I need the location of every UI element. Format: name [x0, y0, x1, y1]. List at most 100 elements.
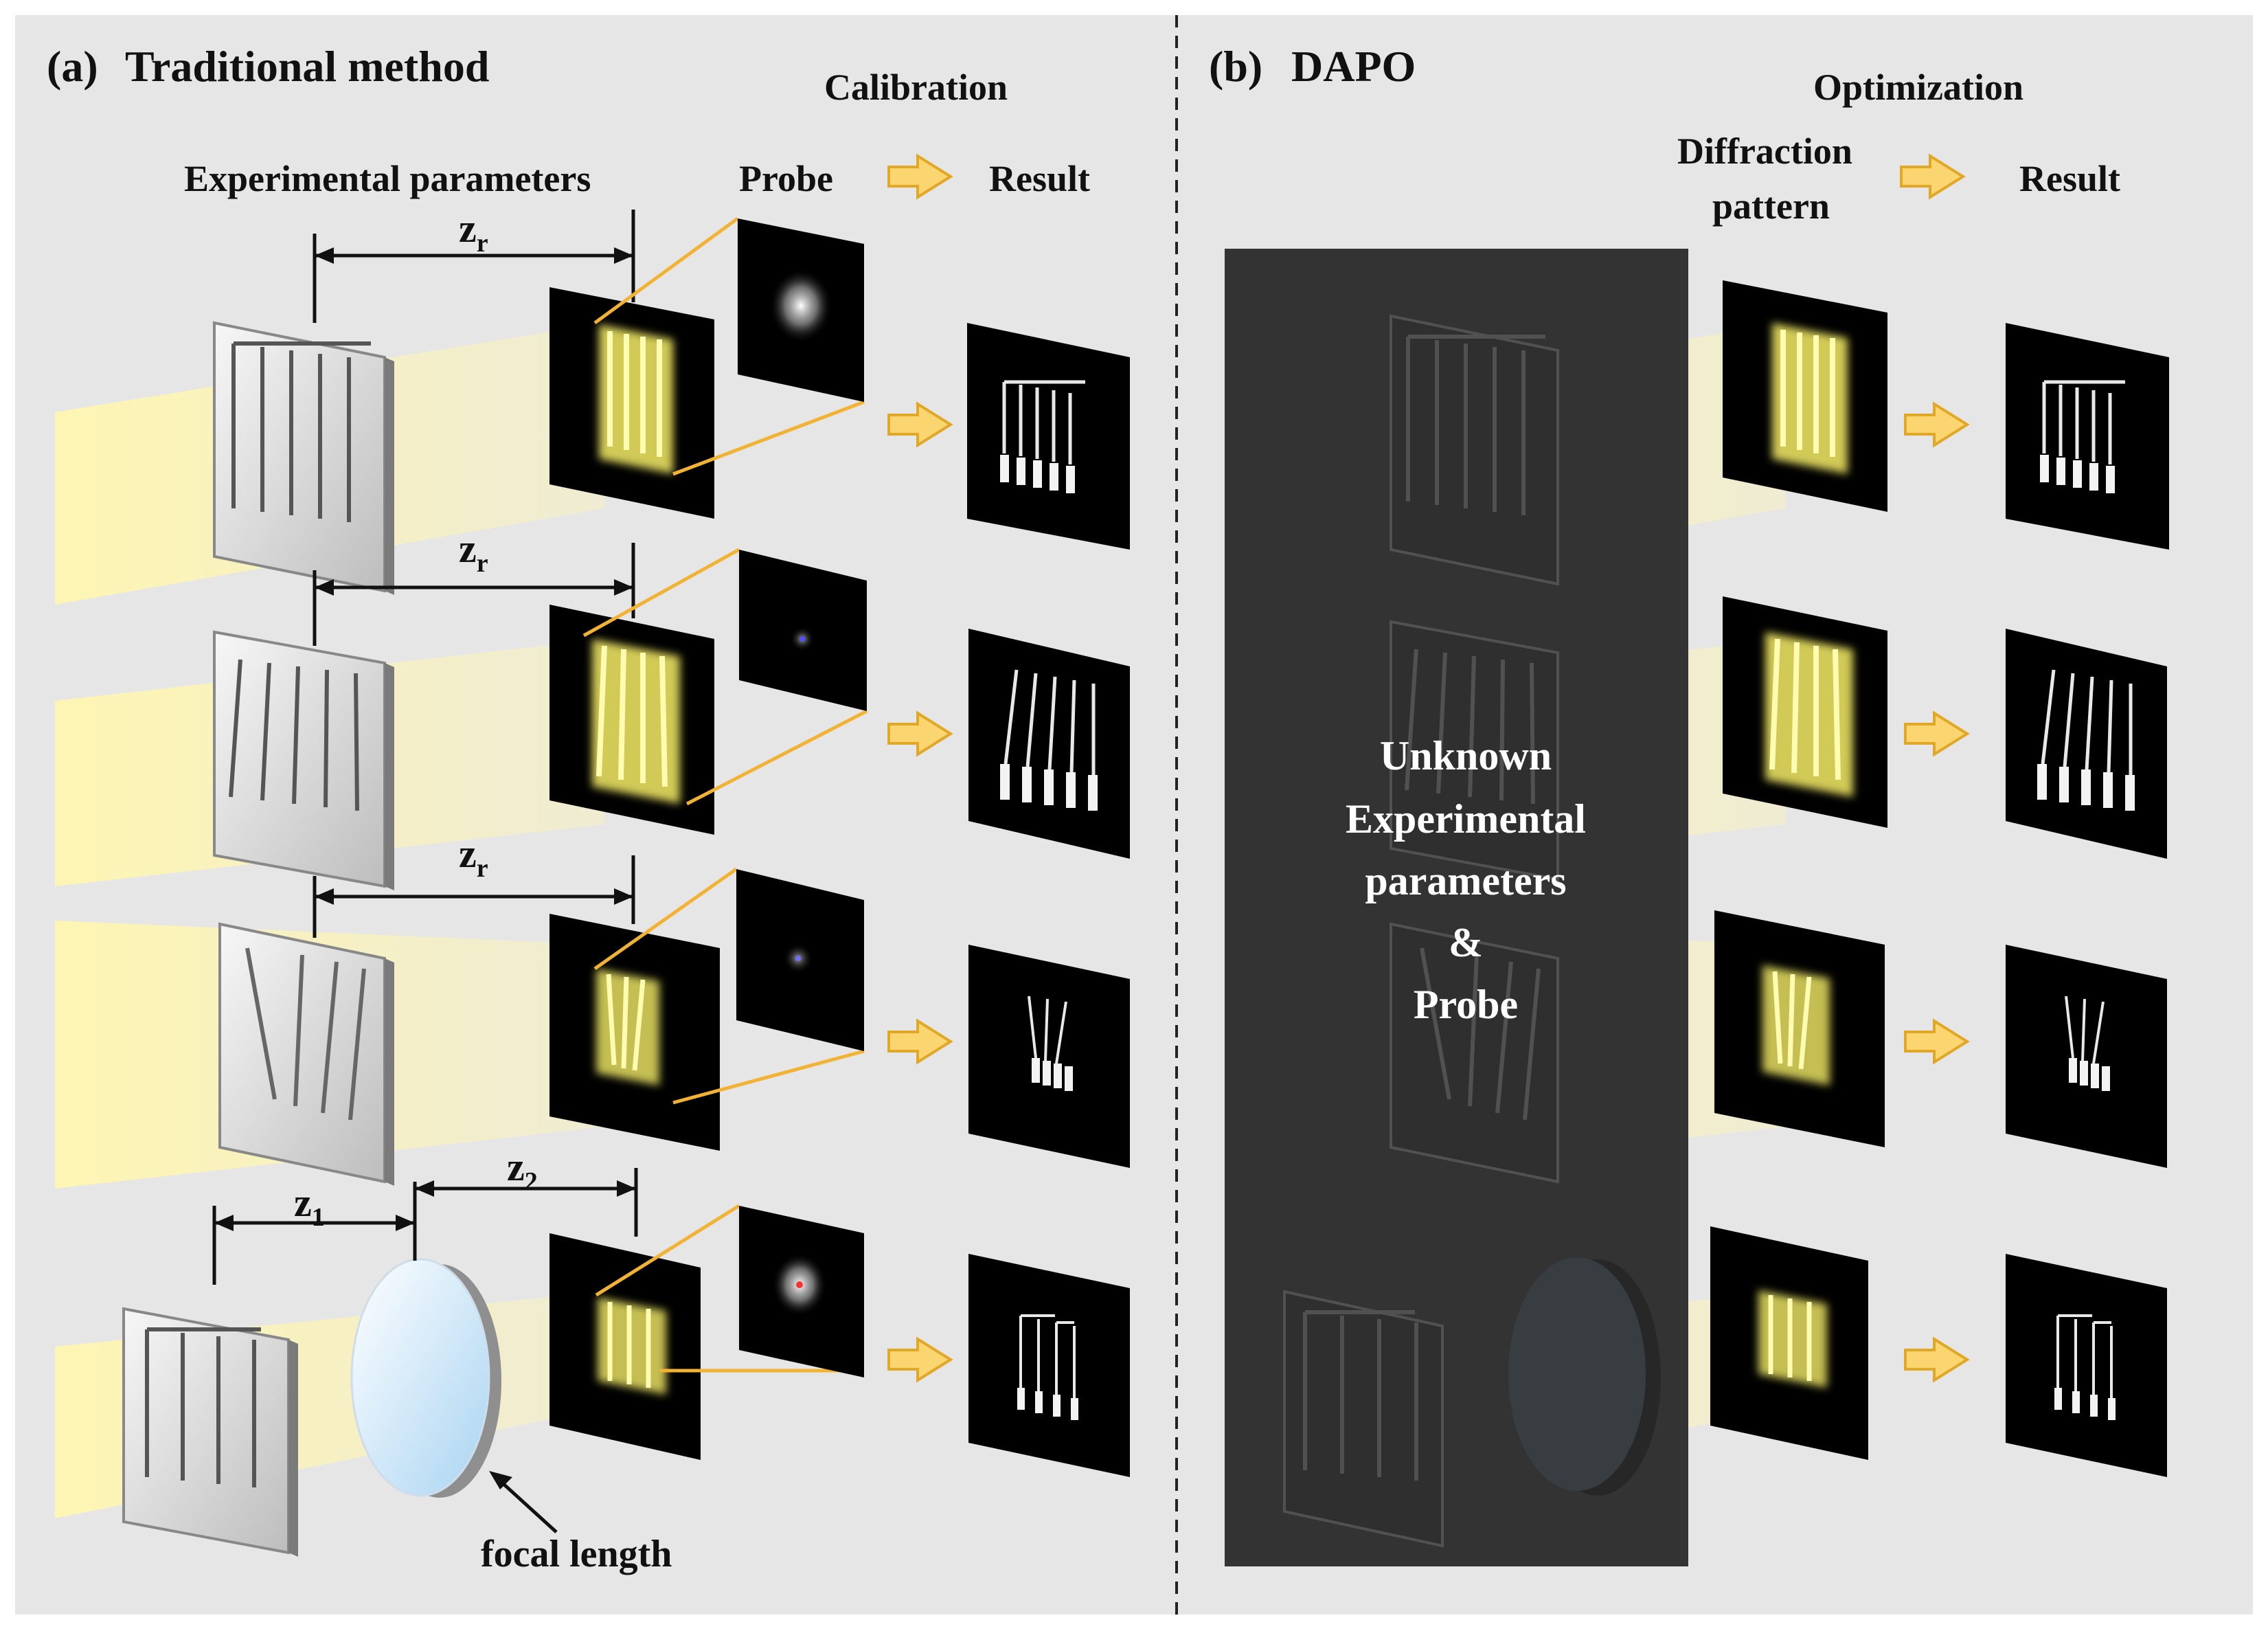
- row-arrow: [887, 710, 953, 757]
- probe-center: [800, 636, 805, 642]
- sample-pattern: [231, 341, 371, 522]
- result-pattern: [1019, 1314, 1076, 1398]
- result-pattern: [1028, 996, 1067, 1064]
- ghost-sample: [1283, 1290, 1444, 1548]
- row-1-traditional: zr: [55, 206, 1130, 605]
- sample-side: [385, 663, 394, 890]
- unknown-text-line-3: parameters: [1365, 858, 1566, 903]
- result-pads: [1000, 455, 1075, 493]
- distance-arrowhead: [315, 888, 334, 905]
- result-panel: [2006, 629, 2167, 859]
- sample-side: [288, 1340, 298, 1557]
- sample-side: [385, 357, 394, 595]
- unknown-text-line-1: Unknown: [1380, 733, 1552, 778]
- result-pattern: [1003, 669, 1096, 775]
- row-arrow: [887, 1336, 953, 1383]
- row-arrow: [1904, 401, 1970, 448]
- result-panel: [968, 945, 1130, 1168]
- result-panel: [968, 1254, 1130, 1477]
- probe-center: [796, 1281, 803, 1288]
- result-pads: [2037, 764, 2135, 811]
- distance-label-z1: z1: [294, 1180, 325, 1232]
- focal-length-label: focal length: [481, 1533, 672, 1575]
- diffraction-lines: [607, 1302, 651, 1388]
- panel-a-tag: (a): [47, 42, 98, 91]
- result-pattern: [2041, 669, 2133, 775]
- distance-arrowhead: [614, 247, 633, 264]
- unknown-text-line-5: Probe: [1414, 982, 1518, 1027]
- distance-label-zr: zr: [459, 526, 488, 578]
- result-panel: [2006, 1254, 2167, 1477]
- probe-heading: Probe: [739, 158, 833, 199]
- diffraction-lines: [1769, 638, 1841, 780]
- distance-arrowhead: [614, 579, 633, 596]
- callout-line: [595, 1204, 740, 1297]
- result-panel: [2006, 945, 2167, 1168]
- sample-pattern: [245, 947, 366, 1121]
- diffraction-lines: [607, 331, 662, 457]
- result-pattern: [1002, 380, 1085, 464]
- distance-label-zr: zr: [459, 206, 488, 258]
- distance-label-z2: z2: [507, 1145, 538, 1196]
- distance-arrowhead: [315, 579, 334, 596]
- distance-arrowhead: [315, 247, 334, 264]
- ghost-sample: [1390, 922, 1559, 1184]
- callout-line: [685, 709, 868, 806]
- experimental-parameters-heading: Experimental parameters: [184, 158, 591, 199]
- row-arrow: [1904, 1018, 1970, 1065]
- panel-a-title: Traditional method: [125, 42, 489, 91]
- unknown-text-line-4: &: [1449, 920, 1483, 965]
- diffraction-glow: [1772, 323, 1848, 474]
- callout-line: [593, 867, 738, 971]
- calibration-heading: Calibration: [824, 67, 1008, 108]
- result-panel: [967, 323, 1130, 550]
- ghost-sample: [1390, 314, 1559, 586]
- focal-pointer-head: [489, 1471, 512, 1489]
- result-pads: [1000, 764, 1098, 811]
- row-4-traditional: z1 z2 focal length: [55, 1145, 1130, 1575]
- unknown-overlay: Unknown Experimental parameters & Probe: [1225, 249, 1688, 1566]
- result-pads: [2054, 1388, 2116, 1420]
- diffraction-lines: [606, 974, 646, 1071]
- row-arrow: [887, 401, 953, 448]
- optimization-arrow: [1900, 153, 1966, 200]
- sample-pattern: [229, 659, 359, 811]
- row-2-traditional: zr: [55, 526, 1130, 890]
- ghost-sample: [1390, 620, 1559, 881]
- result-pattern: [2065, 996, 2105, 1064]
- result-pads: [2040, 455, 2115, 493]
- result-pads: [1017, 1388, 1078, 1420]
- sample-side: [385, 958, 394, 1186]
- probe-center: [795, 956, 801, 961]
- lens: [350, 1258, 490, 1497]
- distance-arrowhead: [617, 1180, 636, 1197]
- calibration-arrow: [887, 153, 953, 200]
- distance-label-zr: zr: [459, 831, 488, 883]
- result-heading-a: Result: [989, 158, 1090, 199]
- diffraction-glow: [592, 639, 680, 804]
- optimization-heading: Optimization: [1813, 67, 2023, 108]
- focal-pointer: [495, 1476, 558, 1533]
- callout-line: [593, 216, 739, 325]
- distance-arrowhead: [396, 1215, 415, 1231]
- sample: [213, 321, 386, 593]
- result-panel: [968, 629, 1130, 859]
- probe-spot: [769, 269, 832, 343]
- result-panel: [2006, 323, 2169, 550]
- diffraction-glow: [1762, 965, 1830, 1086]
- diffraction-glow: [599, 324, 673, 474]
- row-arrow: [1904, 710, 1970, 757]
- diffraction-pattern-heading: Diffraction: [1677, 131, 1852, 172]
- callout-line: [672, 400, 865, 476]
- diffraction-pattern-heading-2: pattern: [1712, 185, 1830, 227]
- diffraction-lines: [1780, 330, 1835, 457]
- diffraction-lines: [596, 645, 668, 787]
- diffraction-glow: [1765, 632, 1853, 797]
- result-pads: [2069, 1058, 2110, 1091]
- unknown-text-line-2: Experimental: [1346, 796, 1586, 842]
- callout-line: [582, 548, 740, 638]
- distance-arrowhead: [214, 1215, 234, 1231]
- sample-pattern: [145, 1327, 261, 1487]
- distance-arrowhead: [415, 1180, 434, 1197]
- result-pattern: [2042, 380, 2125, 464]
